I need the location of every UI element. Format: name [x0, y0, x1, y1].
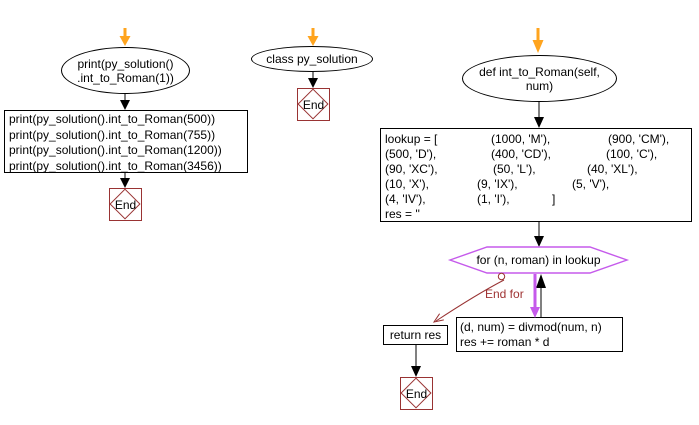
lookup-cell: res = '' — [385, 207, 420, 221]
lookup-cell: (9, 'IX'), — [477, 177, 518, 191]
class-ellipse: class py_solution — [251, 46, 373, 72]
return-res-label: return res — [389, 328, 442, 342]
lookup-row: res = '' — [381, 207, 691, 222]
start-ellipse-line2: .int_to_Roman(1)) — [77, 70, 174, 85]
flow-arrow-icon — [120, 94, 130, 110]
start-ellipse-print-call: print(py_solution() .int_to_Roman(1)) — [61, 47, 190, 94]
end-node-left: End — [109, 188, 142, 221]
flow-arrow-icon — [534, 222, 544, 247]
print-call-line: print(py_solution().int_to_Roman(1200)) — [9, 143, 222, 157]
loop-body-line2: res += roman * d — [460, 335, 550, 349]
lookup-row: lookup = [ (1000, 'M'), (900, 'CM'), — [381, 132, 691, 147]
lookup-row: (4, 'IV'), (1, 'I'), ] — [381, 192, 691, 207]
def-ellipse-line2: num) — [525, 78, 554, 93]
end-node-class: End — [297, 88, 330, 121]
open-arrowhead-icon — [432, 313, 444, 323]
lookup-cell: ] — [552, 192, 556, 206]
lookup-cell: (500, 'D'), — [385, 147, 437, 161]
def-ellipse-line1: def int_to_Roman(self, — [479, 64, 600, 79]
loop-body-box: (d, num) = divmod(num, n) res += roman *… — [456, 317, 623, 352]
lookup-cell: (4, 'IV'), — [385, 192, 426, 206]
lookup-cell: (50, 'L'), — [493, 162, 536, 176]
end-node-function-label: End — [405, 386, 428, 401]
print-call-line: print(py_solution().int_to_Roman(500)) — [9, 112, 216, 126]
lookup-cell: (90, 'XC'), — [385, 162, 438, 176]
flow-arrow-icon — [534, 102, 544, 128]
lookup-cell: (900, 'CM'), — [608, 132, 670, 146]
end-node-function: End — [400, 377, 433, 410]
lookup-cell: (400, 'CD'), — [491, 147, 551, 161]
entry-arrow-icon — [532, 28, 544, 53]
lookup-row: (500, 'D'), (400, 'CD'), (100, 'C'), — [381, 147, 691, 162]
entry-arrow-icon — [119, 28, 131, 46]
flow-arrow-icon — [411, 345, 421, 377]
class-ellipse-label: class py_solution — [266, 52, 358, 66]
print-calls-box: print(py_solution().int_to_Roman(500)) p… — [4, 110, 248, 173]
flow-arrow-icon — [120, 173, 130, 188]
lookup-cell: (10, 'X'), — [385, 177, 429, 191]
print-call-line: print(py_solution().int_to_Roman(755)) — [9, 127, 216, 142]
lookup-cell: (100, 'C'), — [606, 147, 658, 161]
lookup-cell: (40, 'XL'), — [587, 162, 638, 176]
for-loop-hexagon-label: for (n, roman) in lookup — [476, 253, 601, 267]
loop-back-arrow-icon — [536, 274, 546, 317]
return-res-box: return res — [383, 325, 448, 345]
lookup-cell: (1000, 'M'), — [491, 132, 551, 146]
def-ellipse: def int_to_Roman(self, num) — [462, 55, 617, 102]
lookup-row: (90, 'XC'), (50, 'L'), (40, 'XL'), — [381, 162, 691, 177]
loop-body-line1: (d, num) = divmod(num, n) — [460, 320, 602, 334]
end-node-class-label: End — [302, 97, 325, 112]
start-ellipse-line1: print(py_solution() — [77, 56, 174, 71]
lookup-cell: (5, 'V'), — [572, 177, 610, 191]
flow-arrow-icon — [308, 72, 318, 88]
lookup-cell: lookup = [ — [385, 132, 438, 146]
end-for-label: End for — [485, 287, 524, 301]
lookup-cell: (1, 'I'), — [477, 192, 510, 206]
print-call-line: print(py_solution().int_to_Roman(3456)) — [9, 158, 222, 173]
entry-arrow-icon — [307, 28, 319, 46]
loop-entry-arrow-icon — [530, 274, 540, 318]
end-node-left-label: End — [114, 197, 137, 212]
lookup-box: lookup = [ (1000, 'M'), (900, 'CM'), (50… — [380, 128, 692, 222]
lookup-row: (10, 'X'), (9, 'IX'), (5, 'V'), — [381, 177, 691, 192]
